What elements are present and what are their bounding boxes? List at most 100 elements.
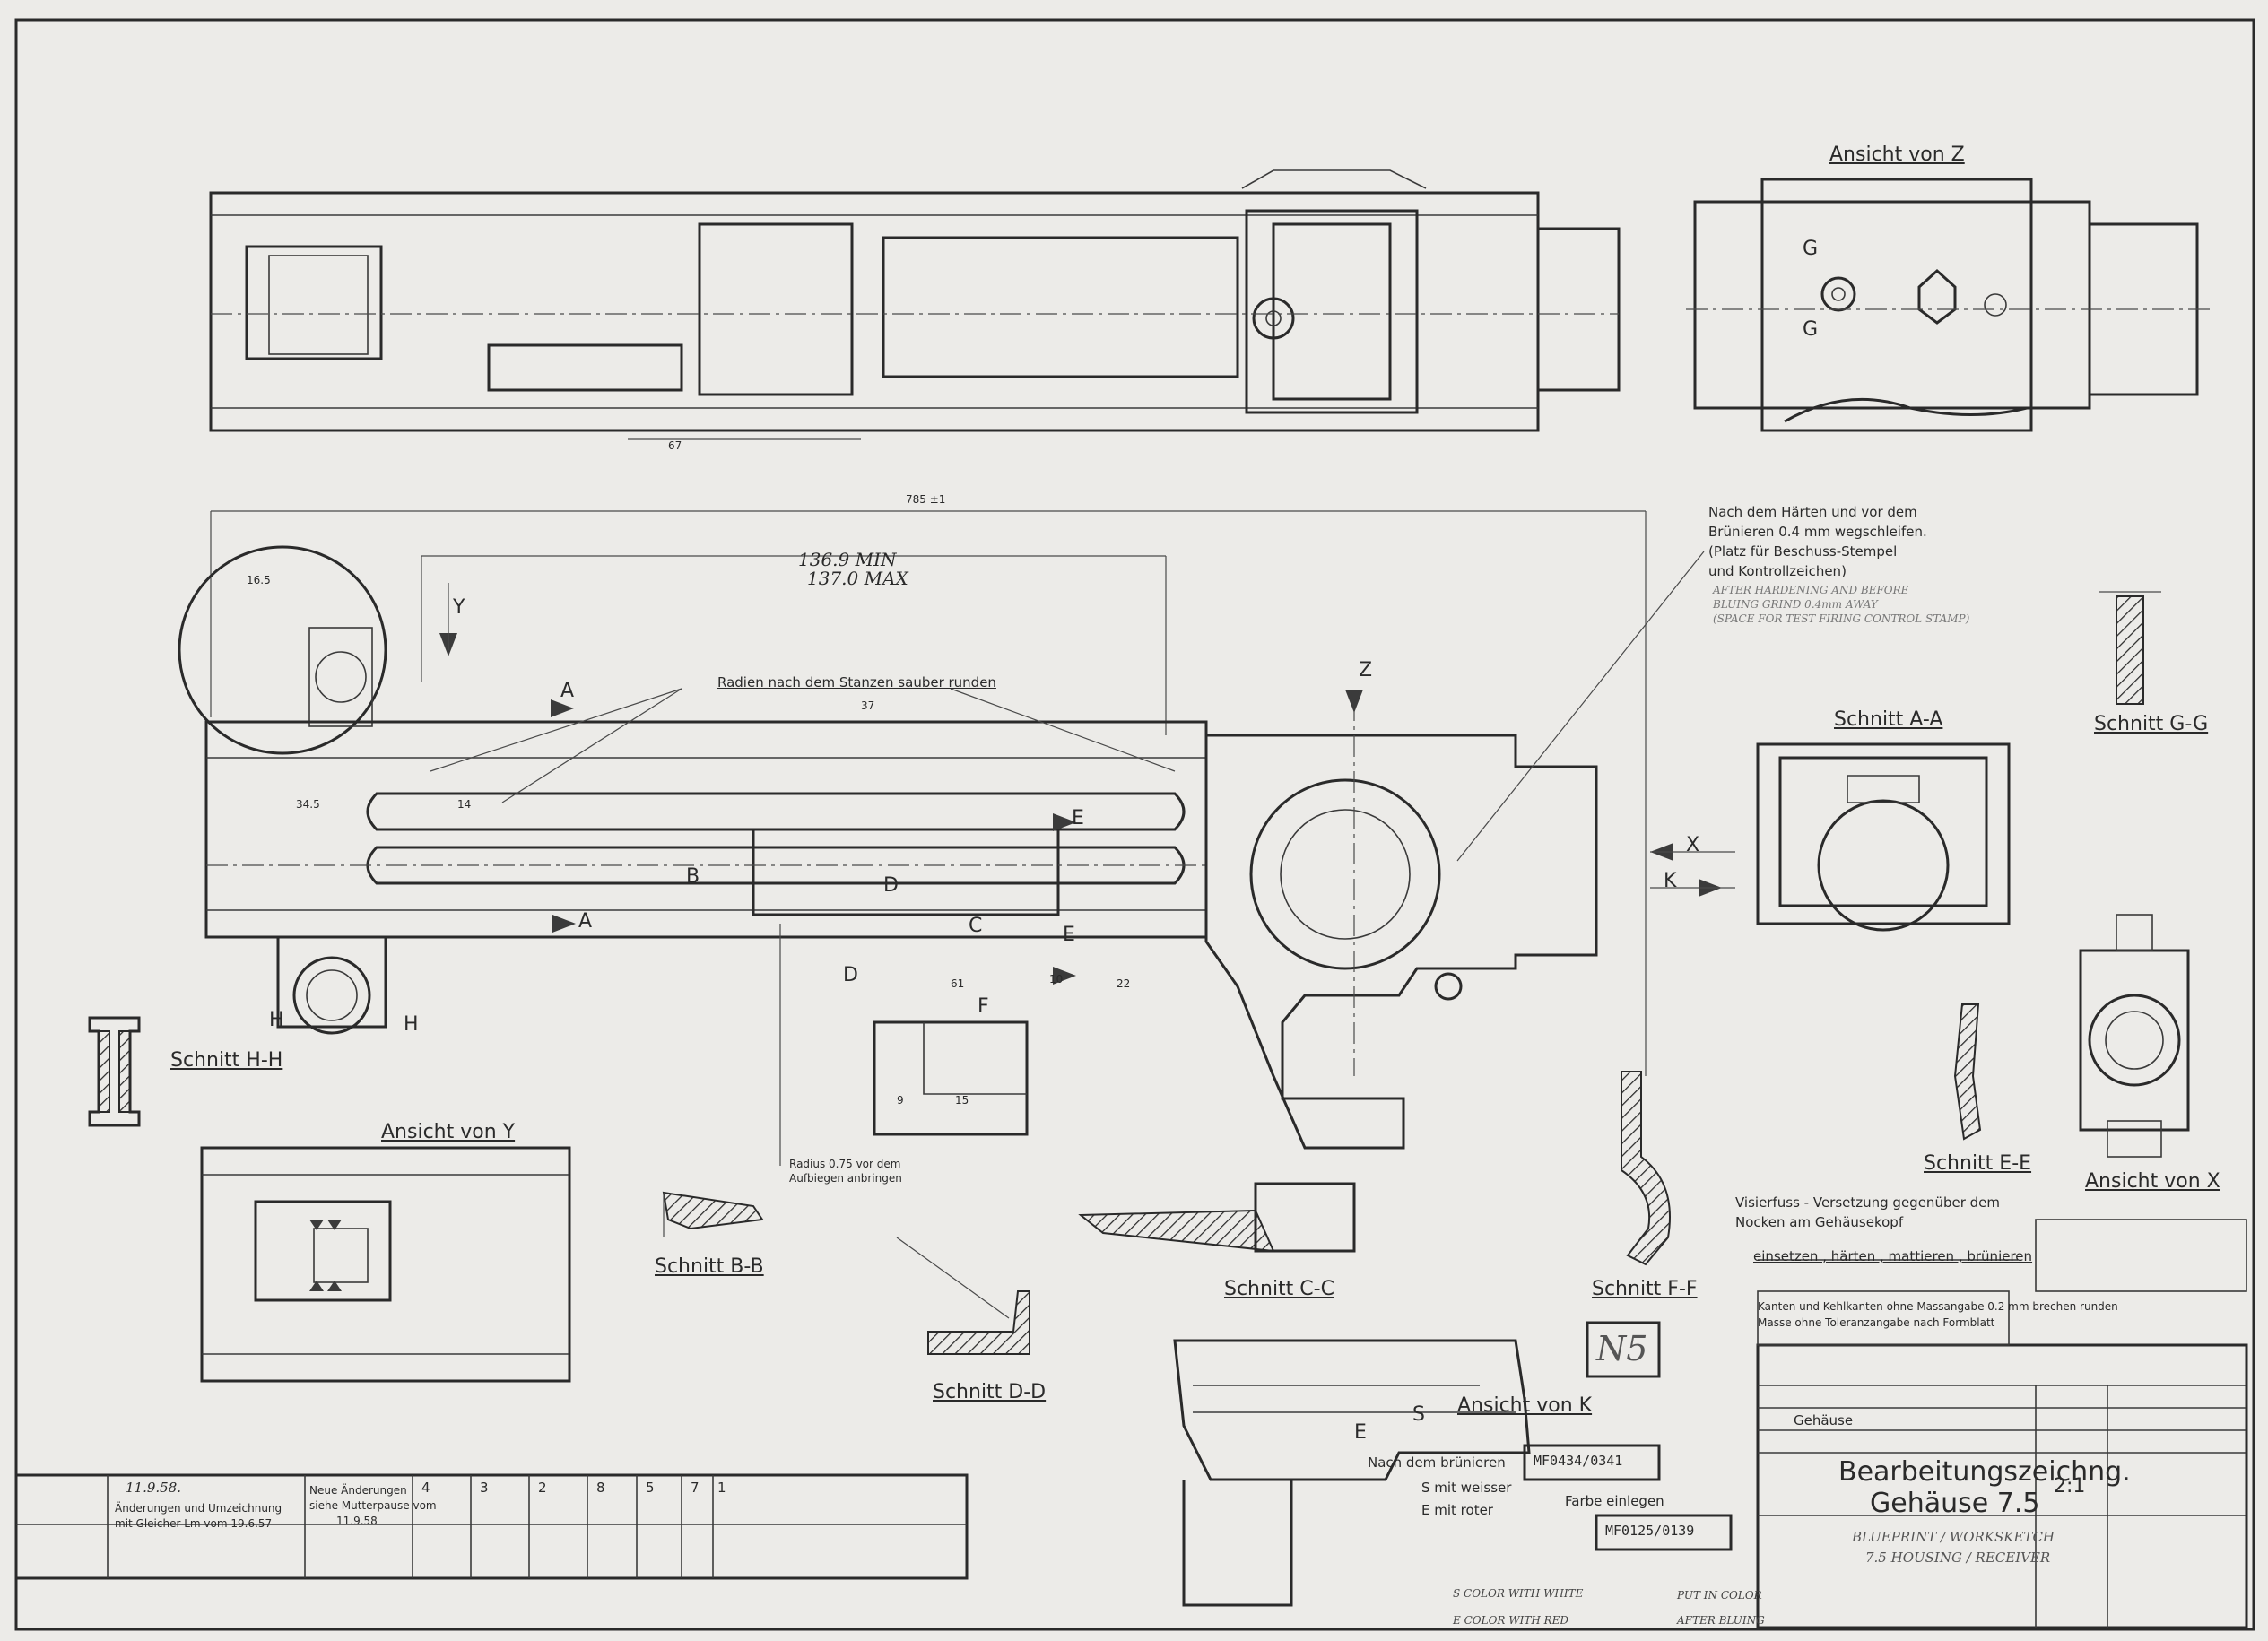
dim-67: 67: [668, 439, 682, 452]
label-ansicht-z: Ansicht von Z: [1829, 143, 1965, 166]
revision-1-text-2: mit Gleicher Lm vom 19.6.57: [115, 1517, 273, 1530]
title-line-2: Gehäuse 7.5: [1870, 1488, 2040, 1519]
letter-a-bottom: A: [578, 910, 593, 933]
note-radien: Radien nach dem Stanzen sauber runden: [717, 674, 996, 690]
dim-22: 22: [1117, 977, 1131, 990]
section-e-e-shape: [1953, 1003, 1982, 1141]
dim-16-5: 16.5: [247, 574, 271, 586]
note-hardening-de-2: Brünieren 0.4 mm wegschleifen.: [1708, 524, 1927, 540]
revision-col-6: 7: [691, 1480, 700, 1496]
note-hardening-de-3: (Platz für Beschuss-Stempel: [1708, 543, 1898, 560]
dim-785: 785 ±1: [906, 493, 946, 506]
section-h-h-shape: [88, 1016, 141, 1127]
view-x-shape: [2079, 914, 2190, 1158]
label-ansicht-y: Ansicht von Y: [381, 1121, 516, 1143]
note-process: einsetzen , härten , mattieren , brünier…: [1753, 1248, 2033, 1264]
note-hardening-en: AFTER HARDENING AND BEFORE BLUING GRIND …: [1713, 583, 1969, 626]
note-hardening-de-4: und Kontrollzeichen): [1708, 563, 1847, 579]
sheet-border: [14, 18, 2255, 1631]
note-nach-brunieren: Nach dem brünieren: [1368, 1454, 1506, 1471]
label-schnitt-a-a: Schnitt A-A: [1834, 708, 1943, 731]
hw-after-bluing: AFTER BLUING: [1677, 1614, 1765, 1627]
note-tolerance: Kanten und Kehlkanten ohne Massangabe 0.…: [1758, 1298, 2118, 1331]
revision-1-text-1: Änderungen und Umzeichnung: [115, 1502, 282, 1515]
title-scale: 2:1: [2054, 1475, 2086, 1498]
dim-15: 15: [955, 1094, 969, 1107]
note-hardening-de-1: Nach dem Härten und vor dem: [1708, 504, 1917, 520]
title-block-name: Gehäuse: [1794, 1412, 1854, 1428]
note-hardening-en-2: BLUING GRIND 0.4mm AWAY: [1713, 598, 1878, 611]
title-line-1: Bearbeitungszeichng.: [1838, 1456, 2131, 1488]
view-y-shape: [200, 1146, 571, 1383]
revision-2-text-1: Neue Änderungen: [309, 1484, 407, 1497]
label-schnitt-f-f: Schnitt F-F: [1592, 1278, 1698, 1300]
title-en-2: 7.5 HOUSING / RECEIVER: [1865, 1550, 2051, 1566]
revision-1-date: 11.9.58.: [126, 1480, 182, 1496]
dim-137-0: 137.0 MAX: [807, 568, 908, 589]
main-side-view: [178, 510, 1735, 1150]
letter-a-top: A: [560, 680, 575, 702]
label-schnitt-b-b: Schnitt B-B: [655, 1255, 764, 1278]
letter-e-lower: E: [1063, 924, 1075, 946]
note-visierfuss-1: Visierfuss - Versetzung gegenüber dem: [1735, 1194, 2000, 1211]
top-view: [209, 169, 1621, 440]
stamp-box: [1586, 1321, 1661, 1378]
note-hardening-en-1: AFTER HARDENING AND BEFORE: [1713, 584, 1909, 596]
part-box-1: [1523, 1444, 1661, 1481]
note-radius-2: Aufbiegen anbringen: [789, 1172, 902, 1185]
hw-e-red: E COLOR WITH RED: [1453, 1614, 1569, 1627]
revision-col-4: 8: [596, 1480, 605, 1496]
revision-2-date: 11.9.58: [336, 1515, 378, 1527]
revision-col-1: 4: [421, 1480, 430, 1496]
letter-z: Z: [1359, 659, 1373, 682]
section-g-g-shape: [2099, 591, 2161, 705]
label-schnitt-e-e: Schnitt E-E: [1924, 1152, 2032, 1175]
letter-d-upper: D: [883, 874, 899, 897]
note-visierfuss-2: Nocken am Gehäusekopf: [1735, 1214, 1904, 1230]
revision-table-grid: [14, 1473, 969, 1580]
view-z: [1686, 178, 2215, 432]
letter-g-lower: G: [1803, 318, 1819, 341]
section-d-d-shape: [779, 924, 1030, 1355]
section-c-c-shape: [1078, 1182, 1356, 1253]
dim-61: 61: [951, 977, 965, 990]
label-schnitt-c-c: Schnitt C-C: [1224, 1278, 1334, 1300]
letter-d-lower: D: [843, 964, 858, 986]
revision-col-5: 5: [646, 1480, 655, 1496]
revision-col-7: 1: [717, 1480, 726, 1496]
letter-e-upper: E: [1072, 807, 1084, 829]
part-number-1: MF0434/0341: [1534, 1453, 1623, 1469]
section-b-b-shape: [662, 1191, 764, 1237]
dim-37: 37: [861, 699, 875, 712]
letter-h-right: H: [404, 1013, 419, 1036]
note-radius-aufbiegen: Radius 0.75 vor dem Aufbiegen anbringen: [789, 1157, 902, 1185]
dim-9: 9: [897, 1094, 904, 1107]
letter-b: B: [686, 865, 700, 888]
note-radius-1: Radius 0.75 vor dem: [789, 1158, 901, 1170]
title-en-1: BLUEPRINT / WORKSKETCH: [1852, 1529, 2055, 1545]
note-farbe: Farbe einlegen: [1565, 1493, 1664, 1509]
dim-10: 10: [1049, 973, 1064, 985]
dim-34-5: 34.5: [296, 798, 320, 811]
label-schnitt-g-g: Schnitt G-G: [2094, 713, 2209, 735]
view-k-shape: [1173, 1339, 1531, 1607]
note-hardening-en-3: (SPACE FOR TEST FIRING CONTROL STAMP): [1713, 612, 1970, 625]
hw-s-white: S COLOR WITH WHITE: [1453, 1587, 1584, 1600]
revision-2-text-2: siehe Mutterpause vom: [309, 1499, 437, 1512]
part-number-2: MF0125/0139: [1605, 1523, 1695, 1539]
dim-136-9: 136.9 MIN: [798, 549, 897, 570]
revision-col-2: 3: [480, 1480, 489, 1496]
label-schnitt-d-d: Schnitt D-D: [933, 1381, 1047, 1403]
letter-x: X: [1686, 834, 1700, 856]
note-visierfuss: Visierfuss - Versetzung gegenüber dem No…: [1735, 1193, 2000, 1232]
note-s-white: S mit weisser: [1421, 1480, 1512, 1496]
label-ansicht-x: Ansicht von X: [2085, 1170, 2220, 1193]
letter-g-upper: G: [1803, 238, 1819, 260]
letter-e-viewk: E: [1354, 1421, 1367, 1444]
letter-s: S: [1412, 1403, 1425, 1426]
title-block-grid: [1756, 1219, 2248, 1629]
revision-col-3: 2: [538, 1480, 547, 1496]
letter-c: C: [969, 915, 983, 937]
